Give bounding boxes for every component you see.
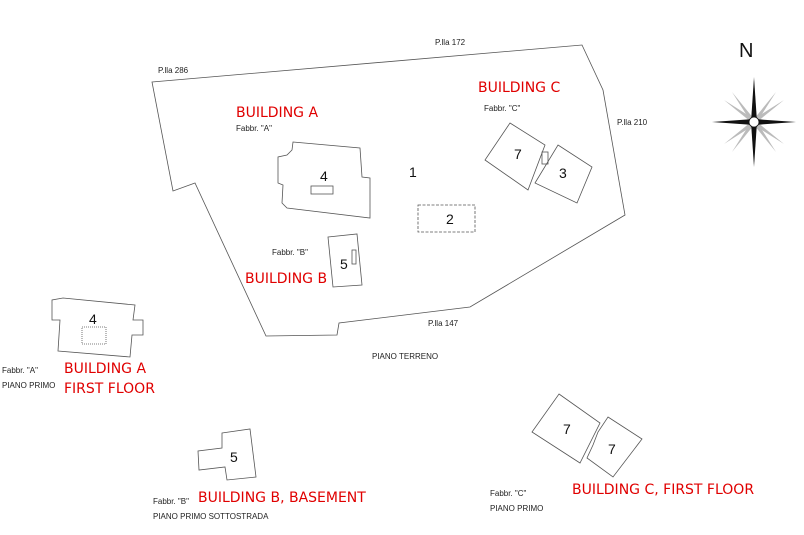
property-boundary — [151, 44, 626, 337]
c-first-floor-number-right: 7 — [608, 441, 616, 457]
parcel-147-label: P.lla 147 — [428, 319, 459, 328]
building-b-fabbr-label: Fabbr. "B" — [272, 248, 308, 257]
c-first-floor-fabbr: Fabbr. "C" — [490, 489, 527, 498]
c-first-floor-number-left: 7 — [563, 421, 571, 437]
compass-rose-icon — [712, 77, 796, 167]
building-c-first-floor-left — [531, 393, 601, 464]
yard-number: 1 — [409, 164, 417, 180]
parcel-210-label: P.lla 210 — [617, 118, 648, 127]
building-c-3-footprint — [534, 144, 593, 204]
parcel-286-label: P.lla 286 — [158, 66, 189, 75]
building-b-annotation: BUILDING B — [245, 271, 328, 287]
structure-2-footprint — [417, 204, 476, 233]
b-basement-level: PIANO PRIMO SOTTOSTRADA — [153, 512, 269, 521]
a-first-floor-annotation-line2: FIRST FLOOR — [64, 381, 155, 397]
a-first-floor-fabbr: Fabbr. "A" — [2, 366, 38, 375]
building-c-first-floor-right — [586, 416, 643, 478]
c-first-floor-level: PIANO PRIMO — [490, 504, 544, 513]
building-c-7-footprint — [484, 122, 546, 191]
a-first-floor-annotation-line1: BUILDING A — [64, 361, 147, 377]
building-c-fabbr-label: Fabbr. "C" — [484, 104, 521, 113]
building-a-footprint — [277, 141, 371, 219]
structure-2-number: 2 — [446, 211, 454, 227]
parcel-172-label: P.lla 172 — [435, 38, 466, 47]
ground-floor-level-label: PIANO TERRENO — [372, 352, 439, 361]
building-c-stair — [541, 151, 549, 165]
building-b-stair — [351, 249, 357, 265]
building-b-number: 5 — [340, 256, 348, 272]
building-a-number: 4 — [320, 168, 328, 184]
b-basement-number: 5 — [230, 449, 238, 465]
north-label: N — [739, 40, 754, 62]
building-a-stair — [310, 185, 334, 195]
building-b-footprint — [327, 233, 363, 288]
c-first-floor-annotation: BUILDING C, FIRST FLOOR — [572, 482, 755, 498]
building-a-annotation: BUILDING A — [236, 105, 319, 121]
building-a-first-floor-footprint — [51, 297, 144, 358]
building-a-fabbr-label: Fabbr. "A" — [236, 124, 272, 133]
building-b-basement-footprint — [197, 428, 257, 481]
b-basement-fabbr: Fabbr. "B" — [153, 497, 189, 506]
building-c-number-3: 3 — [559, 165, 567, 181]
building-c-annotation: BUILDING C — [478, 80, 561, 96]
building-c-number-7: 7 — [514, 146, 522, 162]
a-first-floor-level: PIANO PRIMO — [2, 381, 56, 390]
a-first-floor-number: 4 — [89, 311, 97, 327]
b-basement-annotation: BUILDING B, BASEMENT — [198, 490, 366, 506]
building-a-first-floor-stair — [81, 326, 107, 345]
